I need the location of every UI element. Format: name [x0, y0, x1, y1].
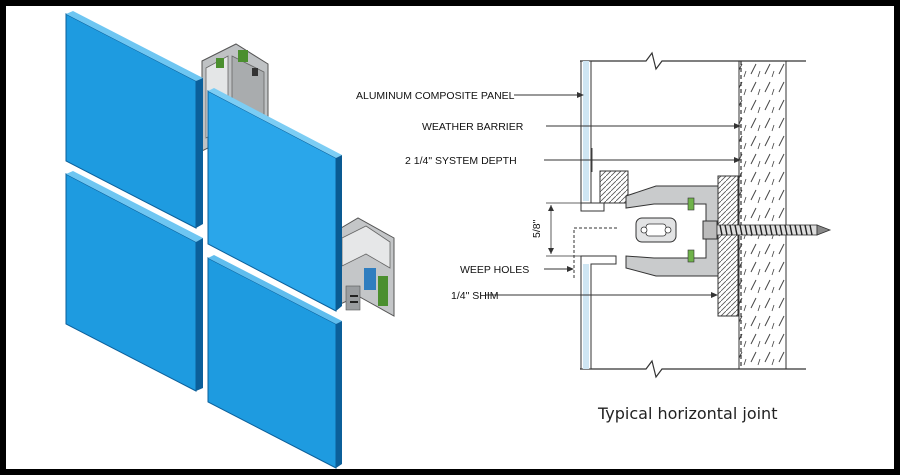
- shim: [717, 175, 739, 317]
- diagram-canvas: ALUMINUM COMPOSITE PANEL WEATHER BARRIER…: [6, 6, 894, 469]
- label-weep-holes: WEEP HOLES: [460, 264, 529, 276]
- panel-system-3d-illustration: [65, 11, 395, 469]
- panel-top-right: [207, 88, 342, 312]
- gasket: [238, 50, 248, 62]
- top-break-line: [580, 51, 806, 71]
- joint-dimension: [546, 202, 581, 257]
- substrate-wall: [738, 60, 787, 370]
- diagram-svg: ALUMINUM COMPOSITE PANEL WEATHER BARRIER…: [65, 11, 832, 469]
- panel-top-left: [65, 11, 203, 229]
- bottom-break-line: [580, 359, 806, 379]
- label-system-depth: 2 1/4" SYSTEM DEPTH: [405, 155, 517, 167]
- label-shim: 1/4" SHIM: [451, 290, 499, 302]
- diagram-caption: Typical horizontal joint: [597, 404, 777, 423]
- horizontal-joint-section: ALUMINUM COMPOSITE PANEL WEATHER BARRIER…: [356, 51, 832, 423]
- panel-bottom-left: [65, 171, 203, 392]
- weep-hole-path: [573, 227, 618, 278]
- label-joint-dimension: 5/8": [531, 219, 543, 238]
- foam-block: [599, 170, 629, 204]
- panel-bottom-right: [207, 255, 342, 469]
- leader-lines: [486, 92, 741, 298]
- gasket-bottom: [687, 249, 695, 263]
- lower-panel-section: [580, 255, 617, 370]
- label-weather-barrier: WEATHER BARRIER: [422, 121, 524, 133]
- fastener-screw: [702, 220, 832, 240]
- label-aluminum-composite-panel: ALUMINUM COMPOSITE PANEL: [356, 90, 515, 102]
- extrusion-clip: [625, 185, 719, 277]
- horizontal-extrusion: [335, 217, 395, 317]
- upper-panel-section: [580, 60, 605, 212]
- gasket-top: [687, 197, 695, 211]
